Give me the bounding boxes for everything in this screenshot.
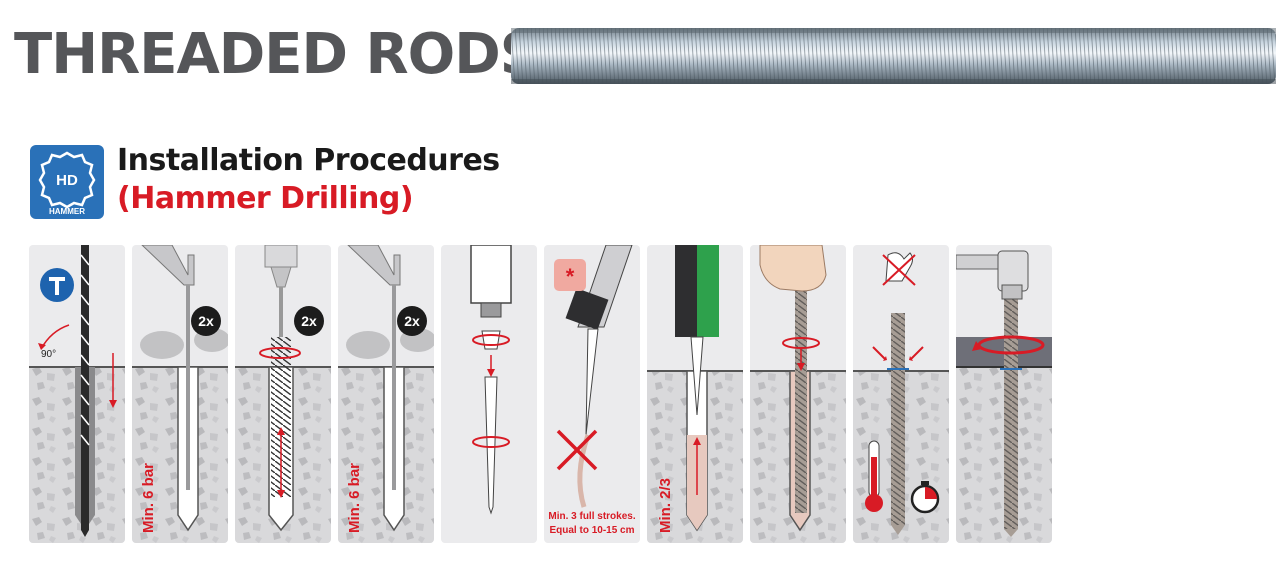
step-1-drill: 90° <box>29 245 125 543</box>
section-title: Installation Procedures <box>117 143 500 178</box>
angle-label: 90° <box>41 349 56 360</box>
section-heading: Installation Procedures (Hammer Drilling… <box>117 142 500 218</box>
step-7-inject: Min. 2/3 <box>647 245 743 543</box>
step-3-count: 2x <box>301 313 317 329</box>
step-4-pressure-label: Min. 6 bar <box>346 462 363 533</box>
page-title: THREADED RODS <box>14 22 540 87</box>
step-6-note-2: Equal to 10-15 cm <box>549 525 635 536</box>
step-4-count: 2x <box>404 313 420 329</box>
step-10-torque <box>956 245 1052 543</box>
step-4-blow-out: 2x Min. 6 bar <box>338 245 434 543</box>
hammer-drilling-badge: HD HAMMER <box>30 145 104 219</box>
badge-code: HD <box>56 172 78 189</box>
section-subtitle: (Hammer Drilling) <box>117 181 414 216</box>
step-6-discard-strokes: * Min. 3 full strokes. Equal to 10-15 cm <box>544 245 640 543</box>
step-6-mark: * <box>566 264 575 289</box>
step-8-insert-rod <box>750 245 846 543</box>
step-2-count: 2x <box>198 313 214 329</box>
step-5-attach-mixer <box>441 245 537 543</box>
threaded-rod-image <box>511 28 1276 84</box>
step-3-brush: 2x <box>235 245 331 543</box>
step-6-note-1: Min. 3 full strokes. <box>548 511 636 522</box>
step-2-blow-out: 2x Min. 6 bar <box>132 245 228 543</box>
badge-label: HAMMER <box>49 207 85 216</box>
installation-steps: 90° 2x Min. 6 bar <box>29 245 1074 543</box>
step-9-curing <box>853 245 949 543</box>
step-7-fill-label: Min. 2/3 <box>657 477 674 533</box>
step-2-pressure-label: Min. 6 bar <box>140 462 157 533</box>
